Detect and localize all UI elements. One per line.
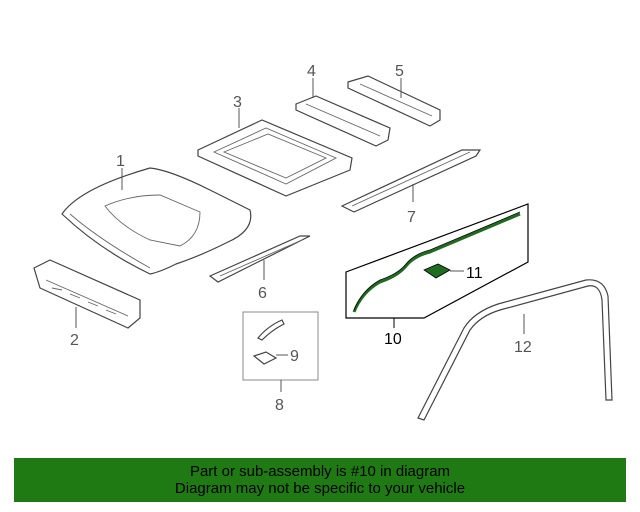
callout-7[interactable]: 7 bbox=[407, 209, 416, 226]
part-8-group-box[interactable] bbox=[242, 311, 319, 381]
callout-12[interactable]: 12 bbox=[514, 339, 532, 356]
callout-2[interactable]: 2 bbox=[70, 332, 79, 349]
banner-line-2: Diagram may not be specific to your vehi… bbox=[174, 480, 466, 497]
part-12-weatherstrip[interactable] bbox=[417, 279, 613, 421]
part-3-reinforcement-frame[interactable] bbox=[197, 119, 353, 197]
part-5-rear-bow[interactable] bbox=[347, 75, 441, 127]
part-1-roof-panel[interactable] bbox=[61, 167, 252, 275]
callout-9[interactable]: 9 bbox=[290, 348, 299, 365]
part-11-clip[interactable] bbox=[423, 263, 451, 279]
info-banner: Part or sub-assembly is #10 in diagram D… bbox=[14, 458, 626, 502]
part-10-roof-molding-kit[interactable] bbox=[345, 203, 529, 319]
callout-3[interactable]: 3 bbox=[233, 94, 242, 111]
callout-1[interactable]: 1 bbox=[116, 153, 125, 170]
part-6-side-rail[interactable] bbox=[208, 235, 311, 283]
part-9-clip[interactable] bbox=[252, 351, 278, 365]
banner-line-1: Part or sub-assembly is #10 in diagram bbox=[189, 463, 451, 480]
part-10-molding-highlight[interactable] bbox=[352, 212, 521, 313]
callout-11[interactable]: 11 bbox=[466, 265, 483, 282]
callout-6[interactable]: 6 bbox=[258, 285, 267, 302]
callout-10[interactable]: 10 bbox=[384, 331, 402, 348]
callout-5[interactable]: 5 bbox=[395, 63, 404, 80]
callout-8[interactable]: 8 bbox=[275, 397, 284, 414]
part-4-roof-bow[interactable] bbox=[295, 95, 391, 147]
part-7-side-rail-long[interactable] bbox=[340, 149, 482, 213]
callout-4[interactable]: 4 bbox=[307, 63, 316, 80]
part-2-front-header[interactable] bbox=[33, 259, 141, 329]
